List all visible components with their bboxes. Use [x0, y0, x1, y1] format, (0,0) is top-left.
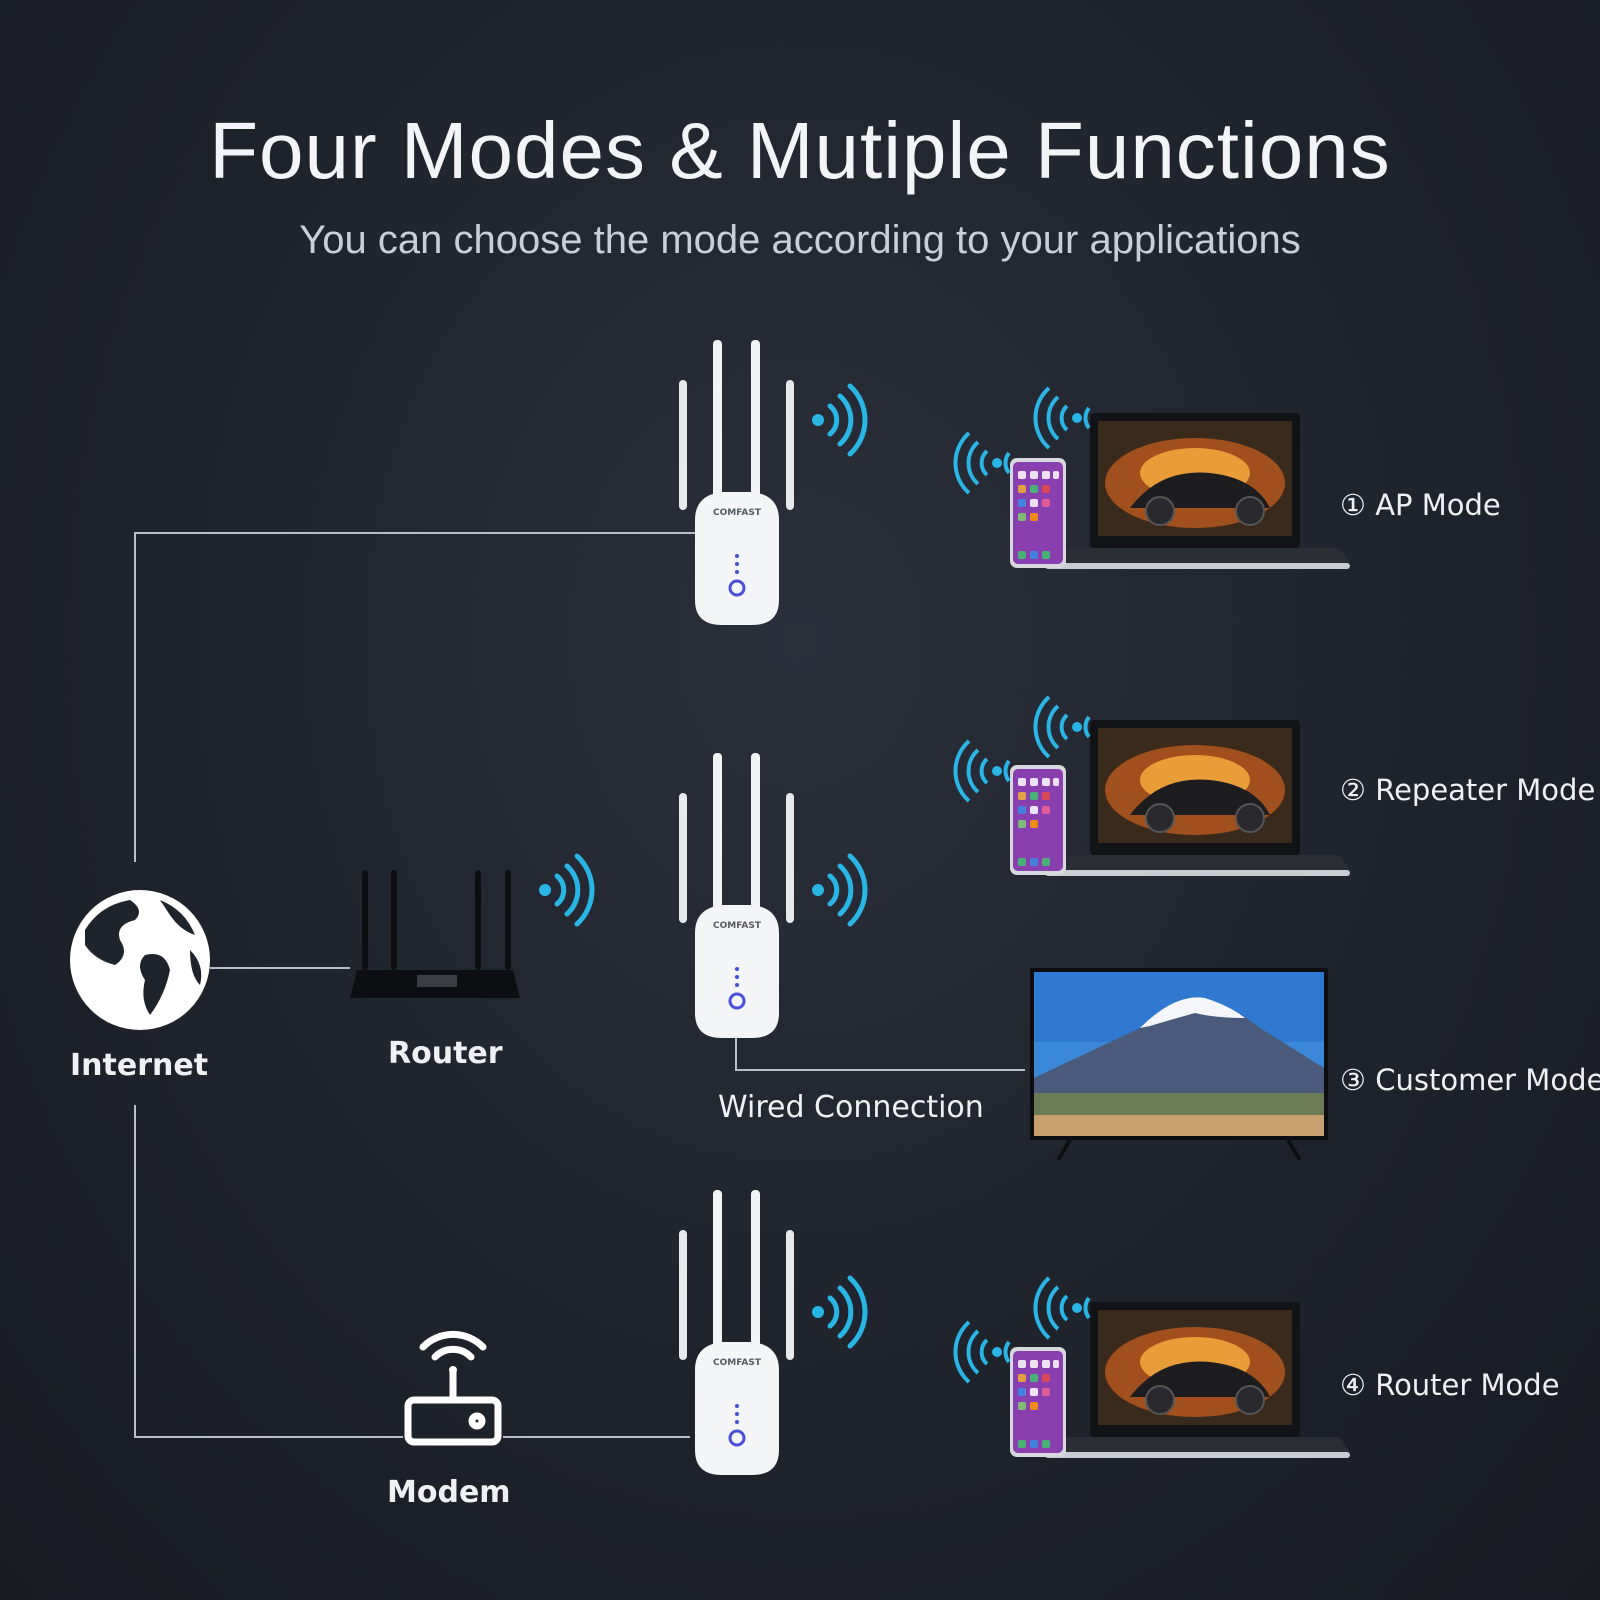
modem-label: Modem	[387, 1475, 511, 1510]
wifi-signal-icon	[812, 1278, 865, 1346]
repeater-mode-clients	[953, 695, 1351, 877]
router-label: Router	[388, 1036, 503, 1071]
customer-mode-label: ③ Customer Mode	[1340, 1063, 1600, 1097]
router-icon	[350, 870, 520, 998]
router-mode-label: ④ Router Mode	[1340, 1368, 1560, 1402]
extender-router-icon	[677, 1188, 796, 1477]
connection-lines	[134, 532, 1025, 1438]
wifi-signal-icon	[953, 431, 1011, 495]
router-mode-clients	[953, 1276, 1351, 1459]
modem-icon	[404, 1330, 502, 1446]
ap-mode-clients	[953, 386, 1351, 570]
wifi-signal-icon	[953, 1320, 1011, 1384]
wifi-signal-icon	[1033, 695, 1091, 759]
wifi-signal-icon	[1033, 1276, 1091, 1340]
wifi-signal-icon	[812, 386, 865, 454]
extender-repeater-icon	[677, 751, 796, 1040]
page-subtitle: You can choose the mode according to you…	[299, 218, 1301, 262]
wifi-signal-icon	[1033, 386, 1091, 450]
wired-connection-label: Wired Connection	[718, 1090, 984, 1125]
globe-icon	[70, 890, 210, 1030]
tv-icon	[1030, 968, 1328, 1162]
page-title: Four Modes & Mutiple Functions	[209, 106, 1391, 195]
internet-label: Internet	[70, 1048, 209, 1083]
wifi-signal-icon	[539, 856, 592, 924]
ap-mode-label: ① AP Mode	[1340, 488, 1501, 522]
wifi-signal-icon	[953, 739, 1011, 803]
wifi-signal-icon	[812, 856, 865, 924]
extender-ap-icon	[677, 338, 796, 627]
repeater-mode-label: ② Repeater Mode	[1340, 773, 1596, 807]
